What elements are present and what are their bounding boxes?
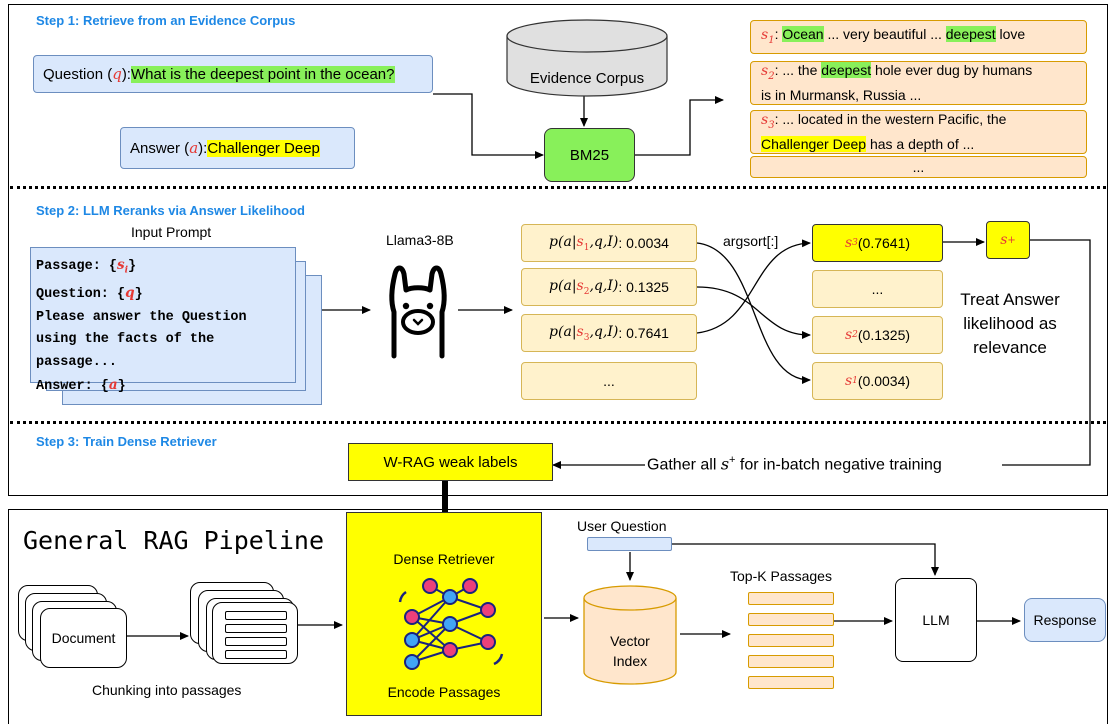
weak-labels-box: W-RAG weak labels	[348, 443, 553, 481]
passage-s2: s2: ... the deepest hole ever dug by hum…	[750, 61, 1087, 105]
llama-icon	[389, 265, 447, 359]
step2-title: Step 2: LLM Reranks via Answer Likelihoo…	[36, 203, 305, 218]
likelihood-s2: p(a|s2,q,I): 0.1325	[521, 268, 697, 306]
step1-title: Step 1: Retrieve from an Evidence Corpus	[36, 13, 296, 28]
bm25-box: BM25	[544, 128, 635, 182]
dense-retriever-panel	[346, 512, 542, 716]
pipeline-frame	[8, 509, 1108, 724]
evidence-corpus-cylinder	[506, 19, 668, 97]
gather-text: Gather all s+ for in-batch negative trai…	[645, 454, 944, 475]
likelihood-more: ...	[521, 362, 697, 400]
s-plus-box: s+	[986, 221, 1030, 259]
chunk-card	[212, 602, 298, 664]
answer-box: Answer (a): Challenger Deep	[120, 127, 355, 169]
document-card: Document	[40, 608, 127, 668]
topk-passage-2	[748, 613, 834, 626]
neural-network-icon	[398, 578, 504, 670]
model-label: Llama3-8B	[386, 232, 454, 248]
topk-passage-5	[748, 676, 834, 689]
step3-title: Step 3: Train Dense Retriever	[36, 434, 217, 449]
passage-more: ...	[750, 156, 1087, 178]
vector-index-label: Vector Index	[610, 633, 650, 669]
divider-1	[10, 186, 1106, 189]
input-prompt-label: Input Prompt	[131, 224, 212, 240]
sorted-more: ...	[812, 270, 943, 308]
evidence-corpus-label: Evidence Corpus	[529, 70, 645, 87]
dense-retriever-label: Dense Retriever	[393, 551, 495, 567]
passage-s1: s1: Ocean ... very beautiful ... deepest…	[750, 20, 1087, 54]
argsort-label: argsort[:]	[723, 233, 779, 249]
vector-index-cylinder	[583, 585, 677, 685]
topk-passage-1	[748, 592, 834, 605]
user-question-bar	[587, 537, 672, 551]
passage-s3: s3: ... located in the western Pacific, …	[750, 110, 1087, 154]
topk-passage-4	[748, 655, 834, 668]
treat-text: Treat Answer likelihood as relevance	[960, 290, 1060, 357]
divider-2	[10, 421, 1106, 424]
chunking-label: Chunking into passages	[92, 682, 242, 698]
pipeline-title: General RAG Pipeline	[23, 526, 325, 555]
user-question-label: User Question	[577, 518, 667, 534]
topk-passage-3	[748, 634, 834, 647]
answer-text: Challenger Deep	[207, 139, 320, 157]
question-box: Question (q): What is the deepest point …	[33, 55, 433, 93]
encode-passages-label: Encode Passages	[387, 684, 501, 700]
question-text: What is the deepest point in the ocean?	[130, 65, 395, 83]
response-box: Response	[1024, 598, 1106, 642]
likelihood-s1: p(a|s1,q,I): 0.0034	[521, 224, 697, 262]
llm-box: LLM	[895, 578, 977, 662]
topk-label: Top-K Passages	[730, 568, 832, 584]
likelihood-s3: p(a|s3,q,I): 0.7641	[521, 314, 697, 352]
prompt-card: Passage: {si} Question: {q} Please answe…	[30, 247, 296, 394]
top-frame	[8, 4, 1108, 496]
